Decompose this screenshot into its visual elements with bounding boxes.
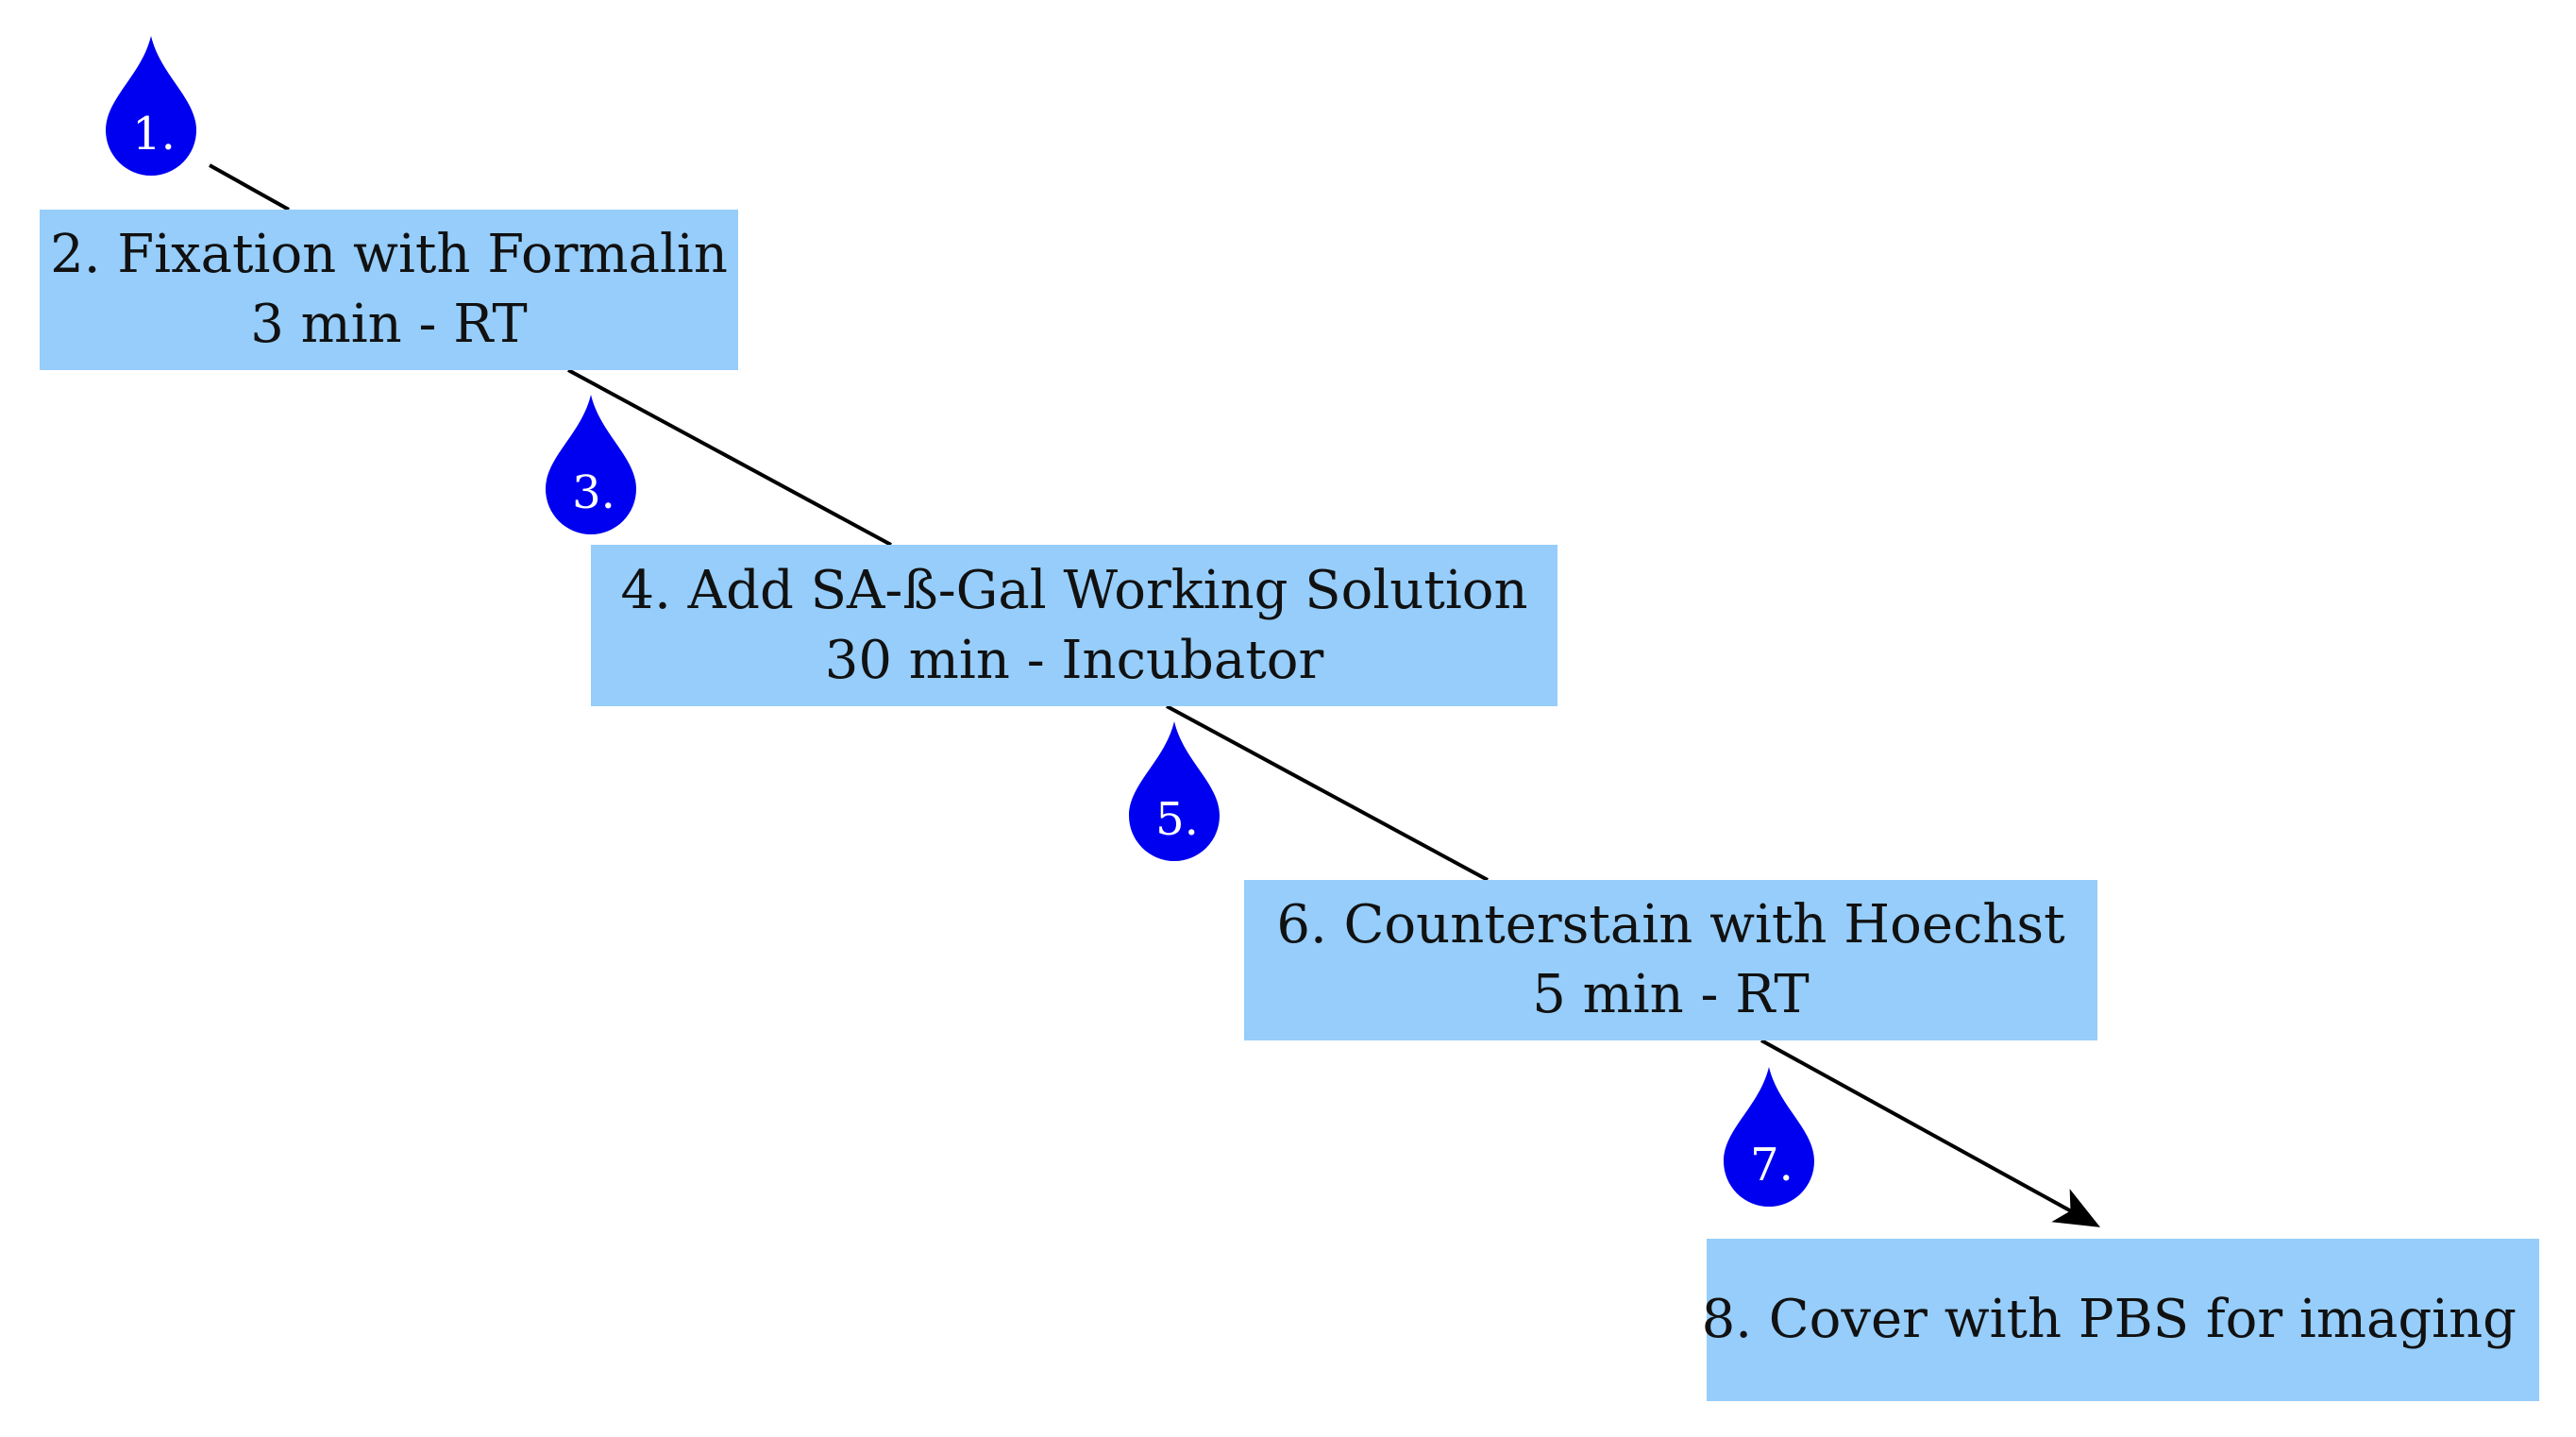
step-detail: 3 min - RT <box>250 294 528 355</box>
droplet-icon: 3. <box>546 395 636 534</box>
step-title: 8. Cover with PBS for imaging <box>1701 1289 2517 1350</box>
drop-label-1: 1. <box>132 108 176 161</box>
step-title: 2. Fixation with Formalin <box>50 224 728 285</box>
droplet-icon: 1. <box>106 36 196 176</box>
droplet-icon: 5. <box>1129 721 1220 861</box>
step-title: 6. Counterstain with Hoechst <box>1276 894 2065 955</box>
step-box-cover-pbs: 8. Cover with PBS for imaging <box>1702 1239 2539 1401</box>
step-box-counterstain: 6. Counterstain with Hoechst 5 min - RT <box>1244 880 2097 1040</box>
drop-label-7: 7. <box>1750 1139 1793 1192</box>
step-detail: 5 min - RT <box>1532 964 1810 1025</box>
step-box-sa-beta-gal: 4. Add SA-ß-Gal Working Solution 30 min … <box>591 545 1557 706</box>
connector-step6-to-step8-arrow <box>1760 1039 2101 1227</box>
drop-label-3: 3. <box>572 466 615 519</box>
step-detail: 30 min - Incubator <box>824 629 1324 691</box>
droplet-icon: 7. <box>1724 1067 1814 1207</box>
drop-label-5: 5. <box>1155 793 1199 846</box>
connector-step4-to-step6 <box>1166 704 1489 882</box>
connector-drop1-to-step2 <box>209 163 290 211</box>
connector-step2-to-step4 <box>567 368 892 547</box>
step-box-fixation: 2. Fixation with Formalin 3 min - RT <box>40 210 738 370</box>
step-title: 4. Add SA-ß-Gal Working Solution <box>620 559 1528 621</box>
